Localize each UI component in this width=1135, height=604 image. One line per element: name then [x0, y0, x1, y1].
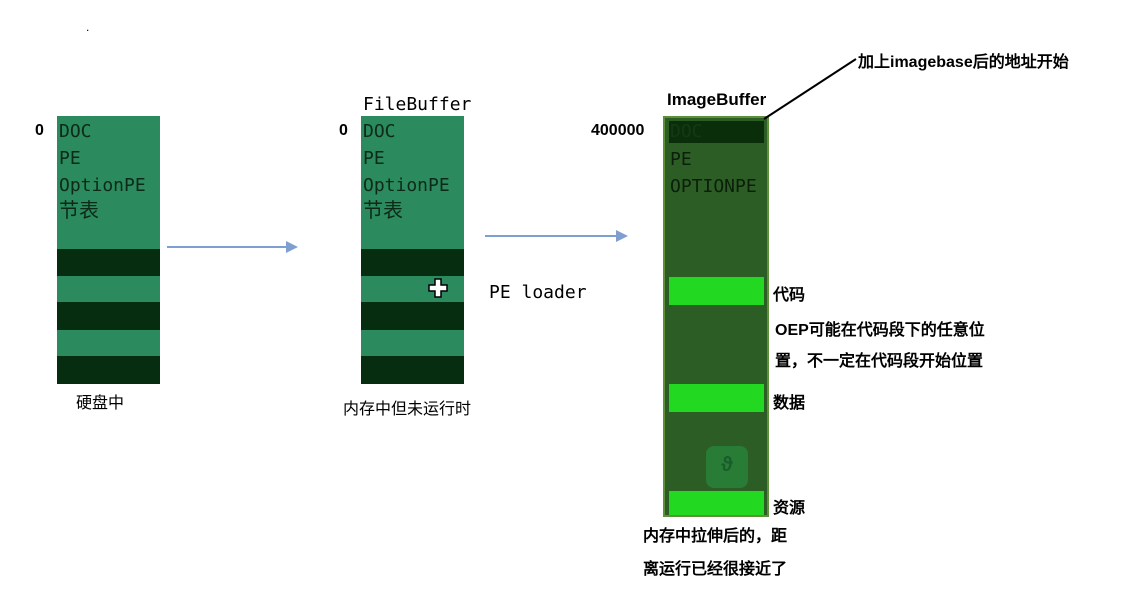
imagebuffer-data-section — [669, 384, 764, 412]
filebuffer-header-line: OptionPE — [363, 175, 450, 196]
arrow-head — [616, 230, 628, 242]
arrow-head — [286, 241, 298, 253]
resource-section-label: 资源 — [773, 500, 806, 517]
callout-line — [763, 58, 857, 120]
disk-section-band — [57, 276, 160, 302]
filebuffer-block: DOC PE OptionPE 节表 — [361, 116, 464, 384]
filebuffer-address: 0 — [339, 122, 348, 139]
filebuffer-caption: 内存中但未运行时 — [343, 401, 472, 418]
filebuffer-title: FileBuffer — [363, 94, 472, 115]
filebuffer-section-band — [361, 276, 464, 302]
imagebase-callout: 加上imagebase后的地址开始 — [858, 54, 1069, 71]
filebuffer-header-line: PE — [363, 148, 385, 169]
filebuffer-header-line: DOC — [363, 121, 396, 142]
disk-header-line: DOC — [59, 121, 92, 142]
imagebuffer-doc-band — [669, 121, 764, 143]
code-section-label: 代码 — [773, 287, 806, 304]
imagebuffer-resource-section — [669, 491, 764, 515]
imagebuffer-header-line: DOC — [670, 121, 703, 142]
filebuffer-section-band — [361, 302, 464, 330]
arrow-filebuffer-to-imagebuffer — [485, 235, 617, 237]
disk-header-line: PE — [59, 148, 81, 169]
disk-block: DOC PE OptionPE 节表 — [57, 116, 160, 384]
oep-note-line: 置，不一定在代码段开始位置 — [775, 353, 984, 370]
crosshair-cursor-icon — [428, 278, 448, 298]
disk-section-band — [57, 330, 160, 356]
filebuffer-header-band — [361, 116, 464, 249]
imagebuffer-block: DOC PE OPTIONPE ϑ — [663, 116, 769, 517]
disk-section-band — [57, 302, 160, 330]
imagebuffer-caption-line: 内存中拉伸后的，距 — [643, 528, 788, 545]
disk-header-band — [57, 116, 160, 249]
stray-dot: . — [86, 20, 90, 34]
imagebuffer-address: 400000 — [591, 122, 645, 139]
disk-section-band — [57, 356, 160, 384]
filebuffer-section-band — [361, 356, 464, 384]
disk-header-line: OptionPE — [59, 175, 146, 196]
data-section-label: 数据 — [773, 395, 806, 412]
pe-loader-label: PE loader — [489, 282, 587, 303]
watermark-icon: ϑ — [706, 446, 748, 488]
disk-address: 0 — [35, 122, 44, 139]
oep-note-line: OEP可能在代码段下的任意位 — [775, 322, 985, 339]
filebuffer-section-band — [361, 330, 464, 356]
filebuffer-header-line: 节表 — [363, 200, 403, 222]
disk-header-line: 节表 — [59, 200, 99, 222]
imagebuffer-header-line: OPTIONPE — [670, 176, 757, 197]
disk-caption: 硬盘中 — [76, 395, 125, 412]
disk-section-band — [57, 249, 160, 276]
imagebuffer-header-line: PE — [670, 149, 692, 170]
imagebuffer-caption-line: 离运行已经很接近了 — [643, 561, 788, 578]
imagebuffer-title: ImageBuffer — [667, 90, 767, 109]
imagebuffer-code-section — [669, 277, 764, 305]
filebuffer-section-band — [361, 249, 464, 276]
arrow-disk-to-filebuffer — [167, 246, 287, 248]
